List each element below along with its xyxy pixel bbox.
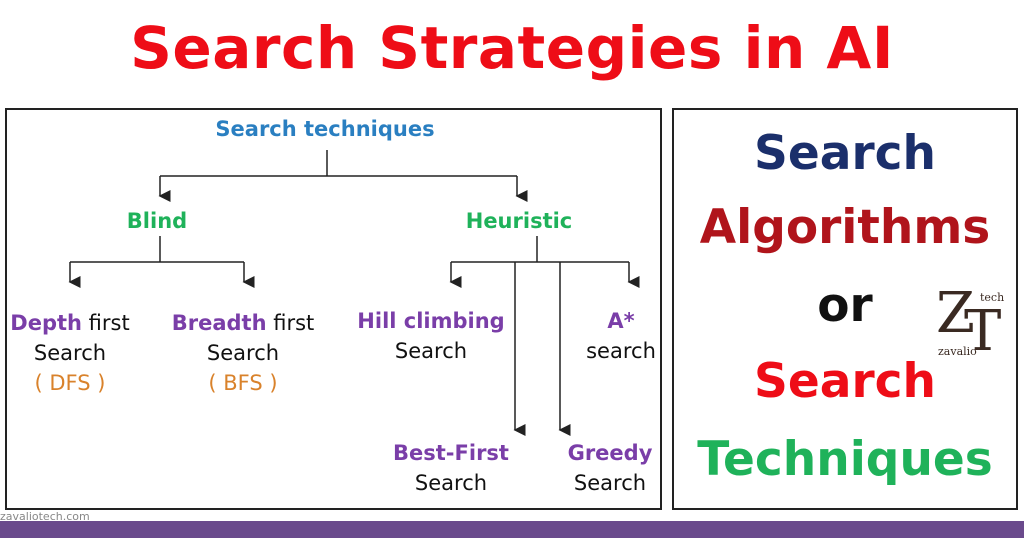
hill-bold: Hill climbing [357, 309, 505, 333]
node-greedy: Greedy Search [568, 438, 653, 498]
bfs-abbr: ( BFS ) [208, 371, 278, 395]
node-astar: A* search [586, 306, 656, 366]
bottom-bar [0, 521, 1024, 538]
logo-word-tech: tech [980, 291, 1005, 304]
greedy-bold: Greedy [567, 441, 653, 465]
node-dfs: Depth first Search ( DFS ) [10, 308, 129, 398]
zavalio-tech-logo: Z T tech zavalio [934, 281, 1016, 369]
watermark: zavaliotech.com [0, 510, 90, 523]
search-tree-diagram: Search techniques Blind Heuristic Depth … [5, 108, 662, 510]
bfs-line2: Search [206, 341, 280, 365]
tree-connectors [68, 150, 640, 436]
dfs-line2: Search [33, 341, 107, 365]
bestfirst-bold: Best-First [393, 441, 509, 465]
side-line-2: Algorithms [699, 200, 991, 255]
bestfirst-line2: Search [414, 471, 488, 495]
side-line-4: Search [754, 354, 936, 409]
node-bfs: Breadth first Search ( BFS ) [172, 308, 315, 398]
node-hill-climbing: Hill climbing Search [357, 306, 504, 366]
side-line-1: Search [754, 126, 936, 181]
node-heuristic-label: Heuristic [465, 209, 573, 233]
side-panel: Search Algorithms or Search Techniques [672, 108, 1018, 510]
node-blind: Blind [127, 206, 187, 236]
node-blind-label: Blind [126, 209, 188, 233]
dfs-abbr: ( DFS ) [34, 371, 106, 395]
greedy-line2: Search [573, 471, 647, 495]
bfs-rest: first [266, 311, 315, 335]
astar-line2: search [586, 339, 656, 363]
side-line-5: Techniques [697, 432, 993, 487]
logo-letter-z: Z [936, 281, 975, 346]
node-root: Search techniques [215, 114, 434, 144]
logo-letter-t: T [964, 299, 1002, 364]
hill-line2: Search [394, 339, 468, 363]
page-title: Search Strategies in AI [130, 14, 894, 82]
dfs-rest: first [81, 311, 130, 335]
node-best-first: Best-First Search [393, 438, 509, 498]
dfs-bold: Depth [10, 311, 82, 335]
logo-word-zavalio: zavalio [938, 345, 977, 358]
node-heuristic: Heuristic [466, 206, 573, 236]
astar-bold: A* [607, 309, 635, 333]
bfs-bold: Breadth [171, 311, 267, 335]
node-root-label: Search techniques [215, 117, 435, 141]
side-line-3: or [817, 278, 873, 333]
